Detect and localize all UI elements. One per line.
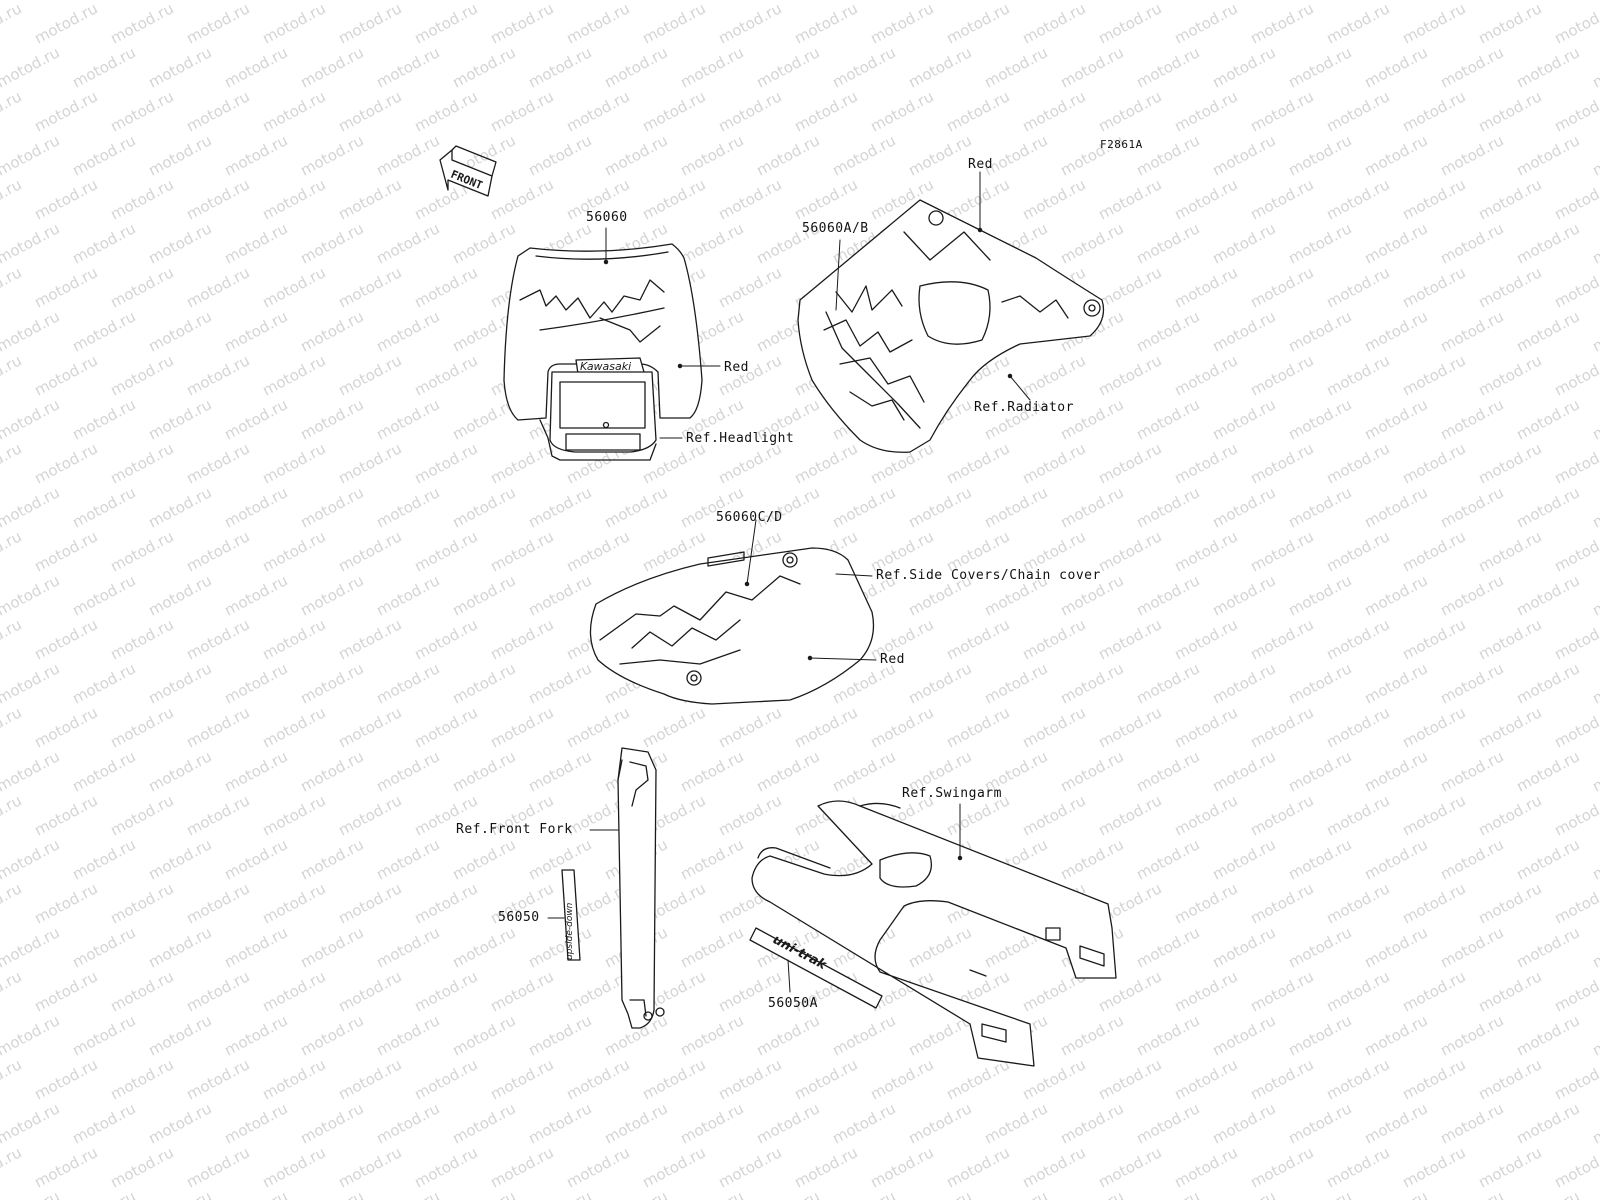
headlight-cover-color-label: Red bbox=[724, 360, 749, 375]
radiator-ref-label: Ref.Radiator bbox=[974, 400, 1074, 415]
figure-code: F2861A bbox=[1100, 138, 1143, 151]
swingarm-drawing bbox=[751, 800, 1117, 1067]
headlight-cover-drawing: Kawasaki bbox=[503, 243, 703, 461]
headlight-ref-label: Ref.Headlight bbox=[686, 431, 795, 446]
side-cover-drawing bbox=[589, 547, 875, 705]
fork-decal-part-number: 56050 bbox=[498, 910, 540, 925]
front-fork-guard-drawing bbox=[617, 747, 665, 1029]
leader-lines bbox=[547, 171, 1031, 993]
swingarm-ref-label: Ref.Swingarm bbox=[902, 786, 1002, 801]
shroud-color-label: Red bbox=[968, 157, 993, 172]
front-arrow-icon: FRONT bbox=[439, 145, 497, 197]
side-cover-part-number: 56060C/D bbox=[716, 510, 783, 525]
swingarm-decal-part-number: 56050A bbox=[768, 996, 818, 1011]
front-fork-ref-label: Ref.Front Fork bbox=[456, 822, 573, 837]
fork-decal-text: upside-down bbox=[565, 902, 575, 960]
shroud-part-number: 56060A/B bbox=[802, 221, 869, 236]
headlight-brand-decal: Kawasaki bbox=[580, 360, 631, 373]
side-cover-ref-label: Ref.Side Covers/Chain cover bbox=[876, 568, 1101, 583]
headlight-cover-part-number: 56060 bbox=[586, 210, 628, 225]
fork-decal-drawing: upside-down bbox=[561, 869, 581, 961]
side-cover-color-label: Red bbox=[880, 652, 905, 667]
